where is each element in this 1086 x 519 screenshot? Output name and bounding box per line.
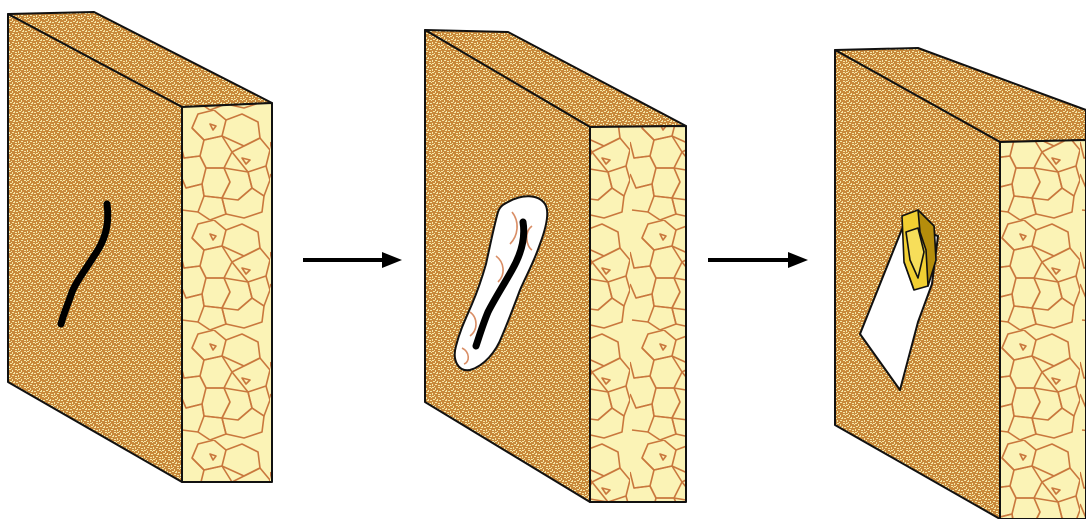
stage-2-block	[425, 30, 686, 502]
stage-3-side-face	[1000, 140, 1086, 519]
stage-1-block	[8, 12, 272, 482]
arrow-2	[708, 252, 808, 268]
stage-2-side-face	[590, 126, 686, 502]
stage-3-block	[835, 48, 1086, 519]
stage-1-side-face	[182, 103, 272, 482]
arrow-1	[303, 252, 402, 268]
